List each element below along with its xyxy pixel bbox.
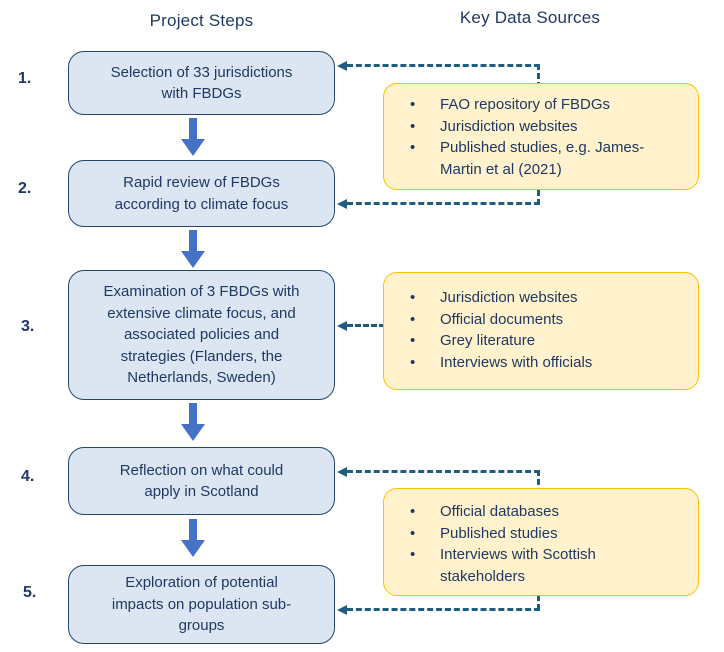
step-number-1: 1. <box>18 70 32 87</box>
connector-arrowhead-step4 <box>337 467 347 477</box>
bullet-icon: • <box>410 139 416 156</box>
list-item: • Interviews with officials <box>400 352 682 374</box>
column-header-project-steps: Project Steps <box>149 11 254 30</box>
source-item-label: Official documents <box>440 310 564 328</box>
bullet-icon: • <box>410 503 416 520</box>
source-item-label: Jurisdiction websites <box>440 117 578 135</box>
step-number-5: 5. <box>23 584 37 601</box>
connector-arrowhead-step3 <box>337 321 347 331</box>
source-item-label: Published studies <box>440 524 558 542</box>
source-item-label: Jurisdiction websites <box>440 289 578 306</box>
source-item-label: Interviews with Scottish stakeholders <box>440 546 596 585</box>
data-sources-list-1: • FAO repository of FBDGs • Jurisdiction… <box>400 94 682 180</box>
bullet-icon: • <box>410 546 416 563</box>
list-item: • Grey literature <box>400 330 682 352</box>
down-arrow-icon <box>181 118 205 156</box>
connector-arrowhead-step5 <box>337 605 347 615</box>
down-arrow-icon <box>181 230 205 268</box>
data-sources-list-2: • Jurisdiction websites • Official docum… <box>400 287 682 373</box>
list-item: • FAO repository of FBDGs <box>400 94 682 116</box>
step-number-3: 3. <box>21 318 35 335</box>
step-box-4-label: Reflection on what could apply in Scotla… <box>119 461 284 501</box>
bullet-icon: • <box>410 96 416 113</box>
data-sources-box-2: • Jurisdiction websites • Official docum… <box>383 272 699 390</box>
data-sources-box-1: • FAO repository of FBDGs • Jurisdiction… <box>383 83 699 190</box>
list-item: • Interviews with Scottish stakeholders <box>400 544 682 587</box>
step-box-3-label: Examination of 3 FBDGs with extensive cl… <box>103 283 300 387</box>
list-item: • Official databases <box>400 501 682 523</box>
step-box-3: Examination of 3 FBDGs with extensive cl… <box>68 270 335 400</box>
connector-line-source1-step2 <box>347 202 540 205</box>
data-sources-list-3: • Official databases • Published studies… <box>400 501 682 587</box>
list-item: • Jurisdiction websites <box>400 287 682 309</box>
connector-line-source2-step3 <box>347 324 385 327</box>
step-number-2: 2. <box>18 180 32 197</box>
down-arrow-icon <box>181 403 205 441</box>
source-item-label: Grey literature <box>440 332 536 349</box>
source-item-label: Interviews with officials <box>440 353 593 371</box>
column-header-key-data-sources: Key Data Sources <box>459 8 601 27</box>
source-item-label: Official databases <box>440 503 559 520</box>
step-box-5-label: Exploration of potential impacts on popu… <box>111 574 292 635</box>
bullet-icon: • <box>410 332 416 349</box>
connector-line-source3-step5 <box>347 608 540 611</box>
down-arrow-icon <box>181 519 205 557</box>
bullet-icon: • <box>410 310 416 328</box>
list-item: • Jurisdiction websites <box>400 116 682 138</box>
data-sources-box-3: • Official databases • Published studies… <box>383 488 699 596</box>
step-box-5: Exploration of potential impacts on popu… <box>68 565 335 644</box>
bullet-icon: • <box>410 289 416 306</box>
source-item-label: FAO repository of FBDGs <box>440 96 611 113</box>
connector-line-source1-step1 <box>347 64 540 67</box>
step-box-1-label: Selection of 33 jurisdictions with FBDGs <box>110 63 293 103</box>
connector-arrowhead-step1 <box>337 61 347 71</box>
step-number-4: 4. <box>21 468 35 485</box>
bullet-icon: • <box>410 117 416 135</box>
connector-line-source3-step4 <box>347 470 540 473</box>
list-item: • Official documents <box>400 309 682 331</box>
step-box-2-label: Rapid review of FBDGs according to clima… <box>114 174 289 213</box>
list-item: • Published studies <box>400 523 682 545</box>
bullet-icon: • <box>410 353 416 371</box>
list-item: • Published studies, e.g. James- Martin … <box>400 137 682 180</box>
source-item-label: Published studies, e.g. James- Martin et… <box>440 139 645 178</box>
bullet-icon: • <box>410 524 416 542</box>
step-box-2: Rapid review of FBDGs according to clima… <box>68 160 335 227</box>
step-box-4: Reflection on what could apply in Scotla… <box>68 447 335 515</box>
step-box-1: Selection of 33 jurisdictions with FBDGs <box>68 51 335 115</box>
connector-arrowhead-step2 <box>337 199 347 209</box>
